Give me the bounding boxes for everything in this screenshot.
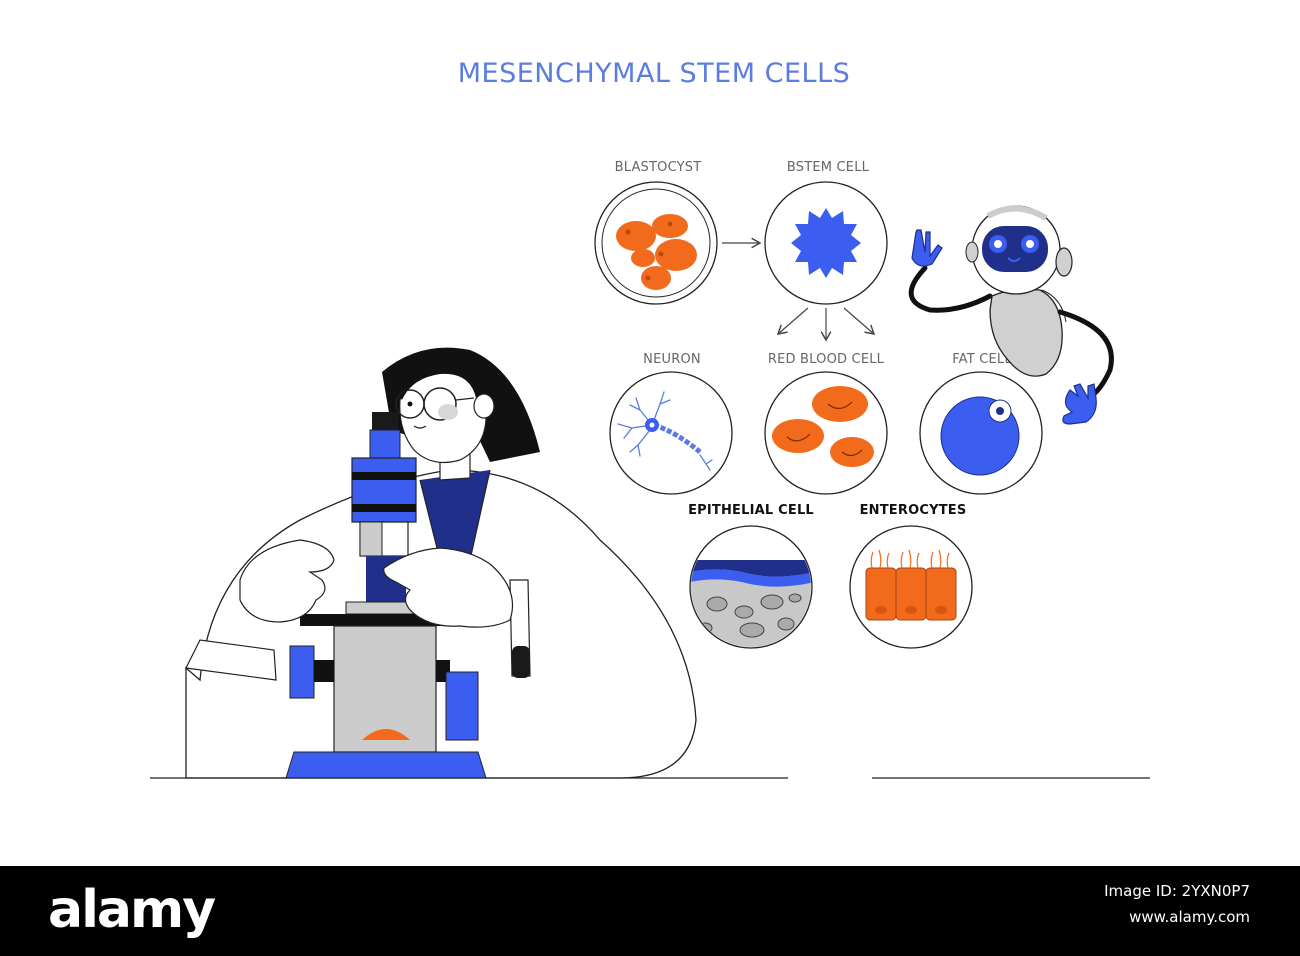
fat-cell-circle	[919, 371, 1043, 495]
illustration-art	[150, 181, 1150, 779]
label-red-blood-cell: RED BLOOD CELL	[767, 352, 885, 367]
label-stem-cell: BSTEM CELL	[786, 160, 870, 175]
blastocyst-circle	[594, 181, 718, 305]
red-blood-cell-circle	[764, 371, 888, 495]
label-neuron: NEURON	[643, 352, 701, 367]
brand-logo[interactable]: alamy	[48, 880, 216, 940]
robot-mascot	[908, 205, 1114, 425]
neuron-circle	[609, 371, 733, 495]
site-url[interactable]: www.alamy.com	[1129, 908, 1250, 926]
microscope	[285, 412, 487, 779]
epithelial-cell-circle	[689, 525, 813, 649]
label-epithelial-cell: EPITHELIAL CELL	[688, 503, 814, 518]
branch-arrows	[776, 307, 876, 342]
label-blastocyst: BLASTOCYST	[614, 160, 702, 175]
stem-cell-circle	[764, 181, 888, 305]
label-enterocytes: ENTEROCYTES	[859, 503, 967, 518]
image-id-label: Image ID: 2YXN0P7	[1104, 882, 1250, 900]
label-fat-cell: FAT CELL	[952, 352, 1012, 367]
image-id: Image ID: 2YXN0P7 www.alamy.com	[1104, 878, 1250, 930]
enterocytes-circle	[849, 525, 973, 649]
footer-bar: alamy Image ID: 2YXN0P7 www.alamy.com	[0, 866, 1300, 956]
page-title: MESENCHYMAL STEM CELLS	[457, 58, 851, 89]
scientist-hands	[239, 539, 514, 628]
